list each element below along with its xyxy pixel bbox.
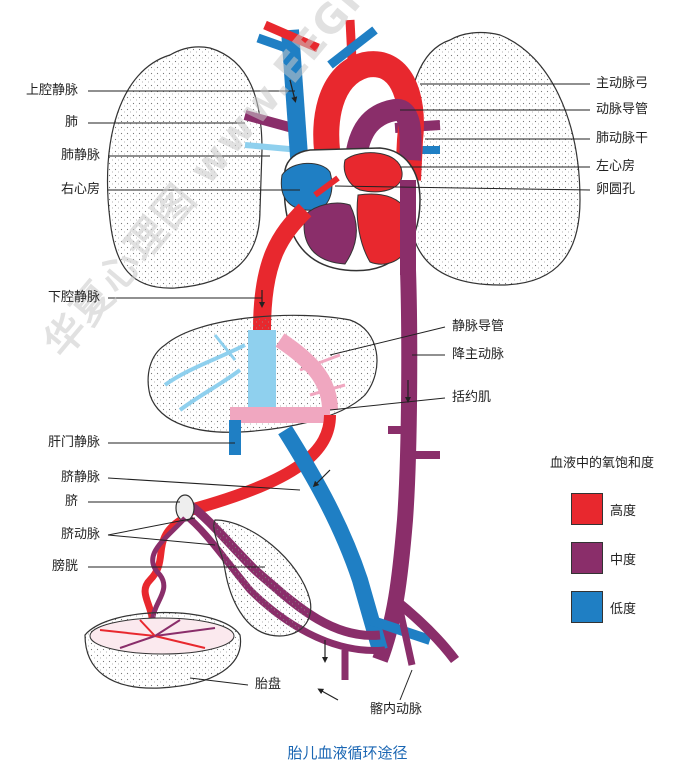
left-lung (107, 46, 263, 289)
right-ventricle (303, 202, 357, 265)
label-pulmonary-trunk: 肺动脉干 (596, 131, 649, 146)
label-umbilical-artery: 脐动脉 (60, 527, 100, 542)
legend-label-medium: 中度 (610, 553, 637, 568)
inferior-vena-cava-lower (278, 425, 388, 653)
umbilicus-ring (175, 494, 195, 522)
iliac-artery-internal (396, 609, 416, 666)
liver-pink-twig-a (299, 353, 341, 372)
carotid-artery (263, 20, 320, 53)
label-superior-vena-cava: 上腔静脉 (25, 83, 78, 98)
foramen-ovale-flow (313, 175, 340, 198)
label-ductus-arteriosus: 动脉导管 (596, 102, 649, 117)
label-aortic-arch: 主动脉弓 (596, 76, 649, 91)
figure-caption: 胎儿血液循环途径 (287, 744, 408, 762)
label-hepatic-portal-vein: 肝门静脉 (47, 435, 100, 450)
label-right-atrium: 右心房 (60, 182, 100, 197)
label-umbilical-vein: 脐静脉 (60, 470, 100, 485)
subclavian-vein (327, 26, 378, 69)
liver-blue-branch-b (178, 368, 242, 412)
legend-swatch-high (571, 493, 603, 525)
brachiocephalic-vein (256, 33, 294, 55)
right-lung (407, 31, 581, 286)
liver-blue-branch-c (213, 334, 237, 361)
right-atrium-chamber (280, 162, 333, 211)
bladder (213, 519, 312, 637)
legend-title: 血液中的氧饱和度 (550, 456, 655, 471)
liver-pink-branch (275, 333, 338, 411)
label-lung: 肺 (64, 115, 78, 130)
label-placenta: 胎盘 (255, 677, 282, 692)
label-ductus-venosus: 静脉导管 (452, 319, 505, 334)
liver-pink-twig-b (309, 383, 346, 397)
flow-arrows (259, 79, 411, 701)
iliac-vein (368, 615, 432, 645)
label-umbilicus: 脐 (64, 494, 78, 509)
label-inferior-vena-cava: 下腔静脉 (47, 290, 100, 305)
label-pulmonary-vein: 肺静脉 (60, 148, 100, 163)
left-ventricle (356, 193, 412, 265)
placenta-vessels (99, 619, 216, 649)
inferior-vena-cava (253, 203, 312, 331)
legend-swatch-low (571, 591, 603, 623)
label-left-atrium: 左心房 (596, 159, 636, 174)
label-sphincter: 括约肌 (452, 390, 492, 405)
label-internal-iliac-artery: 髂内动脉 (370, 702, 423, 717)
label-descending-aorta: 降主动脉 (452, 347, 505, 362)
label-bladder: 膀胱 (51, 559, 78, 574)
legend-label-high: 高度 (610, 504, 637, 519)
descending-aorta (372, 269, 418, 663)
label-foramen-ovale: 卵圆孔 (596, 182, 636, 197)
legend-label-low: 低度 (610, 602, 637, 617)
iliac-artery-right (391, 596, 459, 664)
legend-swatch-medium (571, 542, 603, 574)
leader-lines (88, 83, 591, 701)
liver-blue-branch-a (163, 343, 246, 387)
